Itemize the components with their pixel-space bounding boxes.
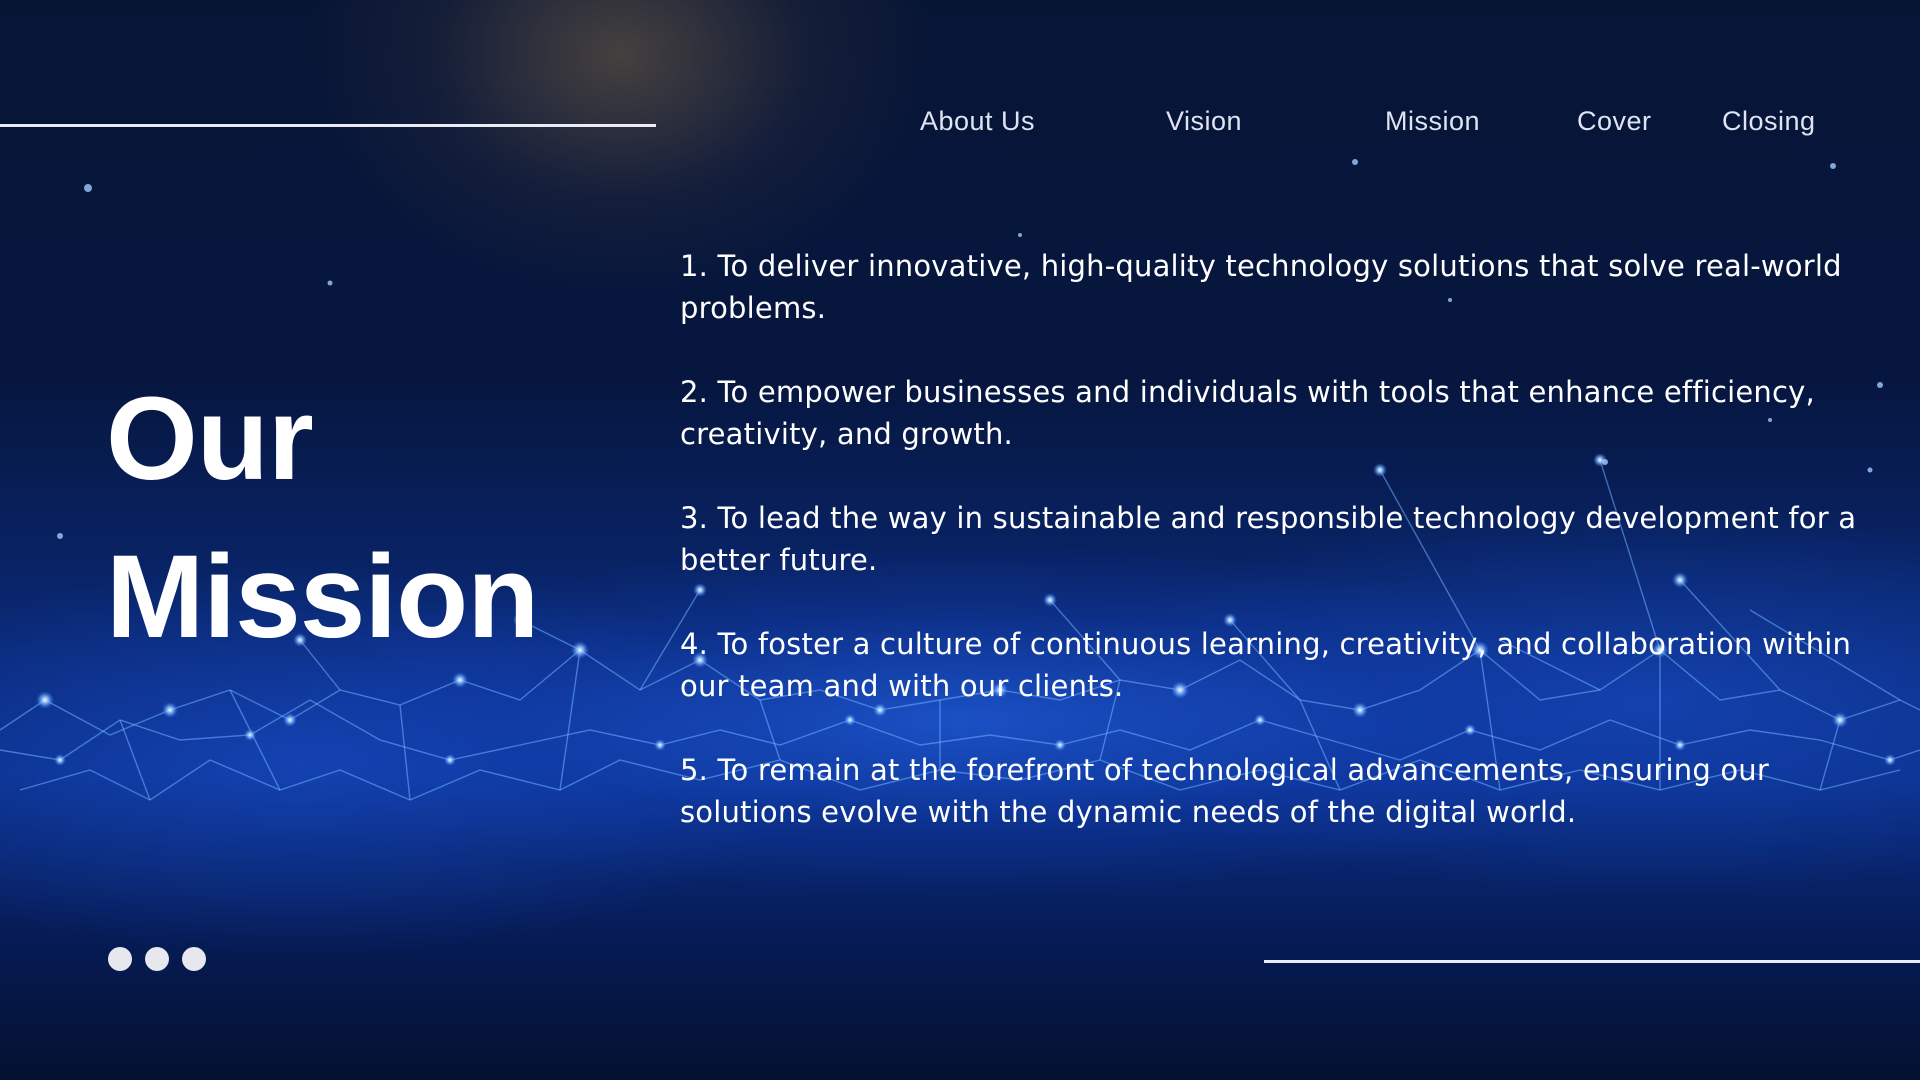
three-dots-icon [108, 947, 206, 971]
nav-link-mission[interactable]: Mission [1385, 106, 1481, 136]
mission-point-3: 3. To lead the way in sustainable and re… [680, 501, 1857, 577]
nav-link-cover[interactable]: Cover [1577, 106, 1652, 136]
mission-point-1: 1. To deliver innovative, high-quality t… [680, 249, 1842, 325]
top-divider-line [0, 124, 656, 127]
dot-2 [145, 947, 169, 971]
nav-link-closing[interactable]: Closing [1722, 106, 1816, 136]
mission-point-5: 5. To remain at the forefront of technol… [680, 753, 1769, 829]
bottom-divider-line [1264, 960, 1920, 963]
page-title-line-1: Our [106, 373, 314, 505]
page-title: Our Mission [106, 360, 539, 676]
nav-link-about-us[interactable]: About Us [920, 106, 1036, 136]
dot-3 [182, 947, 206, 971]
mission-point-4: 4. To foster a culture of continuous lea… [680, 627, 1852, 703]
mission-list: 1. To deliver innovative, high-quality t… [680, 245, 1860, 875]
nav-link-vision[interactable]: Vision [1166, 106, 1243, 136]
dot-1 [108, 947, 132, 971]
page-title-line-2: Mission [106, 531, 539, 663]
mission-point-2: 2. To empower businesses and individuals… [680, 375, 1815, 451]
